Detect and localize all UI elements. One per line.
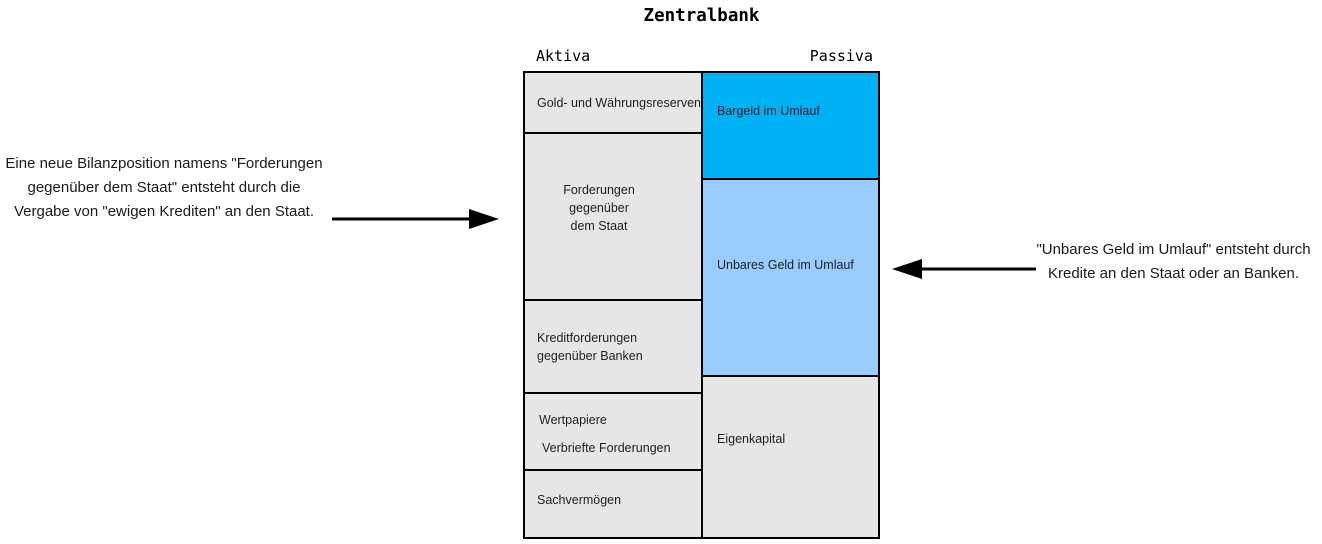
aktiva-column-header: Aktiva <box>536 47 591 65</box>
assets-column: Gold- und Währungsreserven Forderungen g… <box>523 71 703 539</box>
asset-cell-forderungen-staat: Forderungen gegenüber dem Staat <box>525 134 701 301</box>
asset-cell-kreditforderungen-banken: Kreditforderungen gegenüber Banken <box>525 301 701 394</box>
liability-cell-label: Bargeld im Umlauf <box>717 104 820 118</box>
balance-table: Gold- und Währungsreserven Forderungen g… <box>523 71 880 539</box>
page-title: Zentralbank <box>643 6 760 26</box>
asset-cell-label: Verbriefte Forderungen <box>542 441 671 455</box>
asset-cell-wertpapiere: Wertpapiere Verbriefte Forderungen <box>525 394 701 471</box>
asset-cell-label: Gold- und Währungsreserven <box>537 95 701 110</box>
annotation-line: Eine neue Bilanzposition namens "Forderu… <box>5 155 323 172</box>
annotation-right: "Unbares Geld im Umlauf" entsteht durch … <box>1028 238 1319 286</box>
liability-cell-label: Eigenkapital <box>717 432 786 446</box>
asset-cell-label: Kreditforderungen <box>537 330 638 345</box>
passiva-column-header: Passiva <box>809 47 873 65</box>
liabilities-column: Bargeld im Umlauf Unbares Geld im Umlauf… <box>701 71 880 539</box>
liability-cell-bargeld-im-umlauf: Bargeld im Umlauf <box>703 73 878 180</box>
asset-cell-label: dem Staat <box>570 218 628 233</box>
annotation-line: Vergabe von "ewigen Krediten" an den Sta… <box>13 203 315 220</box>
liability-cell-unbares-geld-im-umlauf: Unbares Geld im Umlauf <box>703 180 878 377</box>
liability-cell-label: Unbares Geld im Umlauf <box>717 258 854 272</box>
annotation-line: gegenüber dem Staat" entsteht durch die <box>27 179 301 196</box>
liability-cell-eigenkapital: Eigenkapital <box>703 377 878 537</box>
annotation-left: Eine neue Bilanzposition namens "Forderu… <box>2 152 326 224</box>
asset-cell-sachvermoegen: Sachvermögen <box>525 471 701 537</box>
arrow-right-icon <box>332 209 499 229</box>
asset-cell-label: Wertpapiere <box>539 413 607 427</box>
arrow-left-icon <box>892 259 1036 279</box>
annotation-line: "Unbares Geld im Umlauf" entsteht durch <box>1036 241 1311 258</box>
asset-cell-label: Sachvermögen <box>537 493 622 507</box>
annotation-line: Kredite an den Staat oder an Banken. <box>1047 265 1299 282</box>
asset-cell-label: gegenüber Banken <box>537 348 643 363</box>
asset-cell-label: Forderungen gegenüber <box>563 182 635 215</box>
asset-cell-gold-waehrungsreserven: Gold- und Währungsreserven <box>525 73 701 134</box>
